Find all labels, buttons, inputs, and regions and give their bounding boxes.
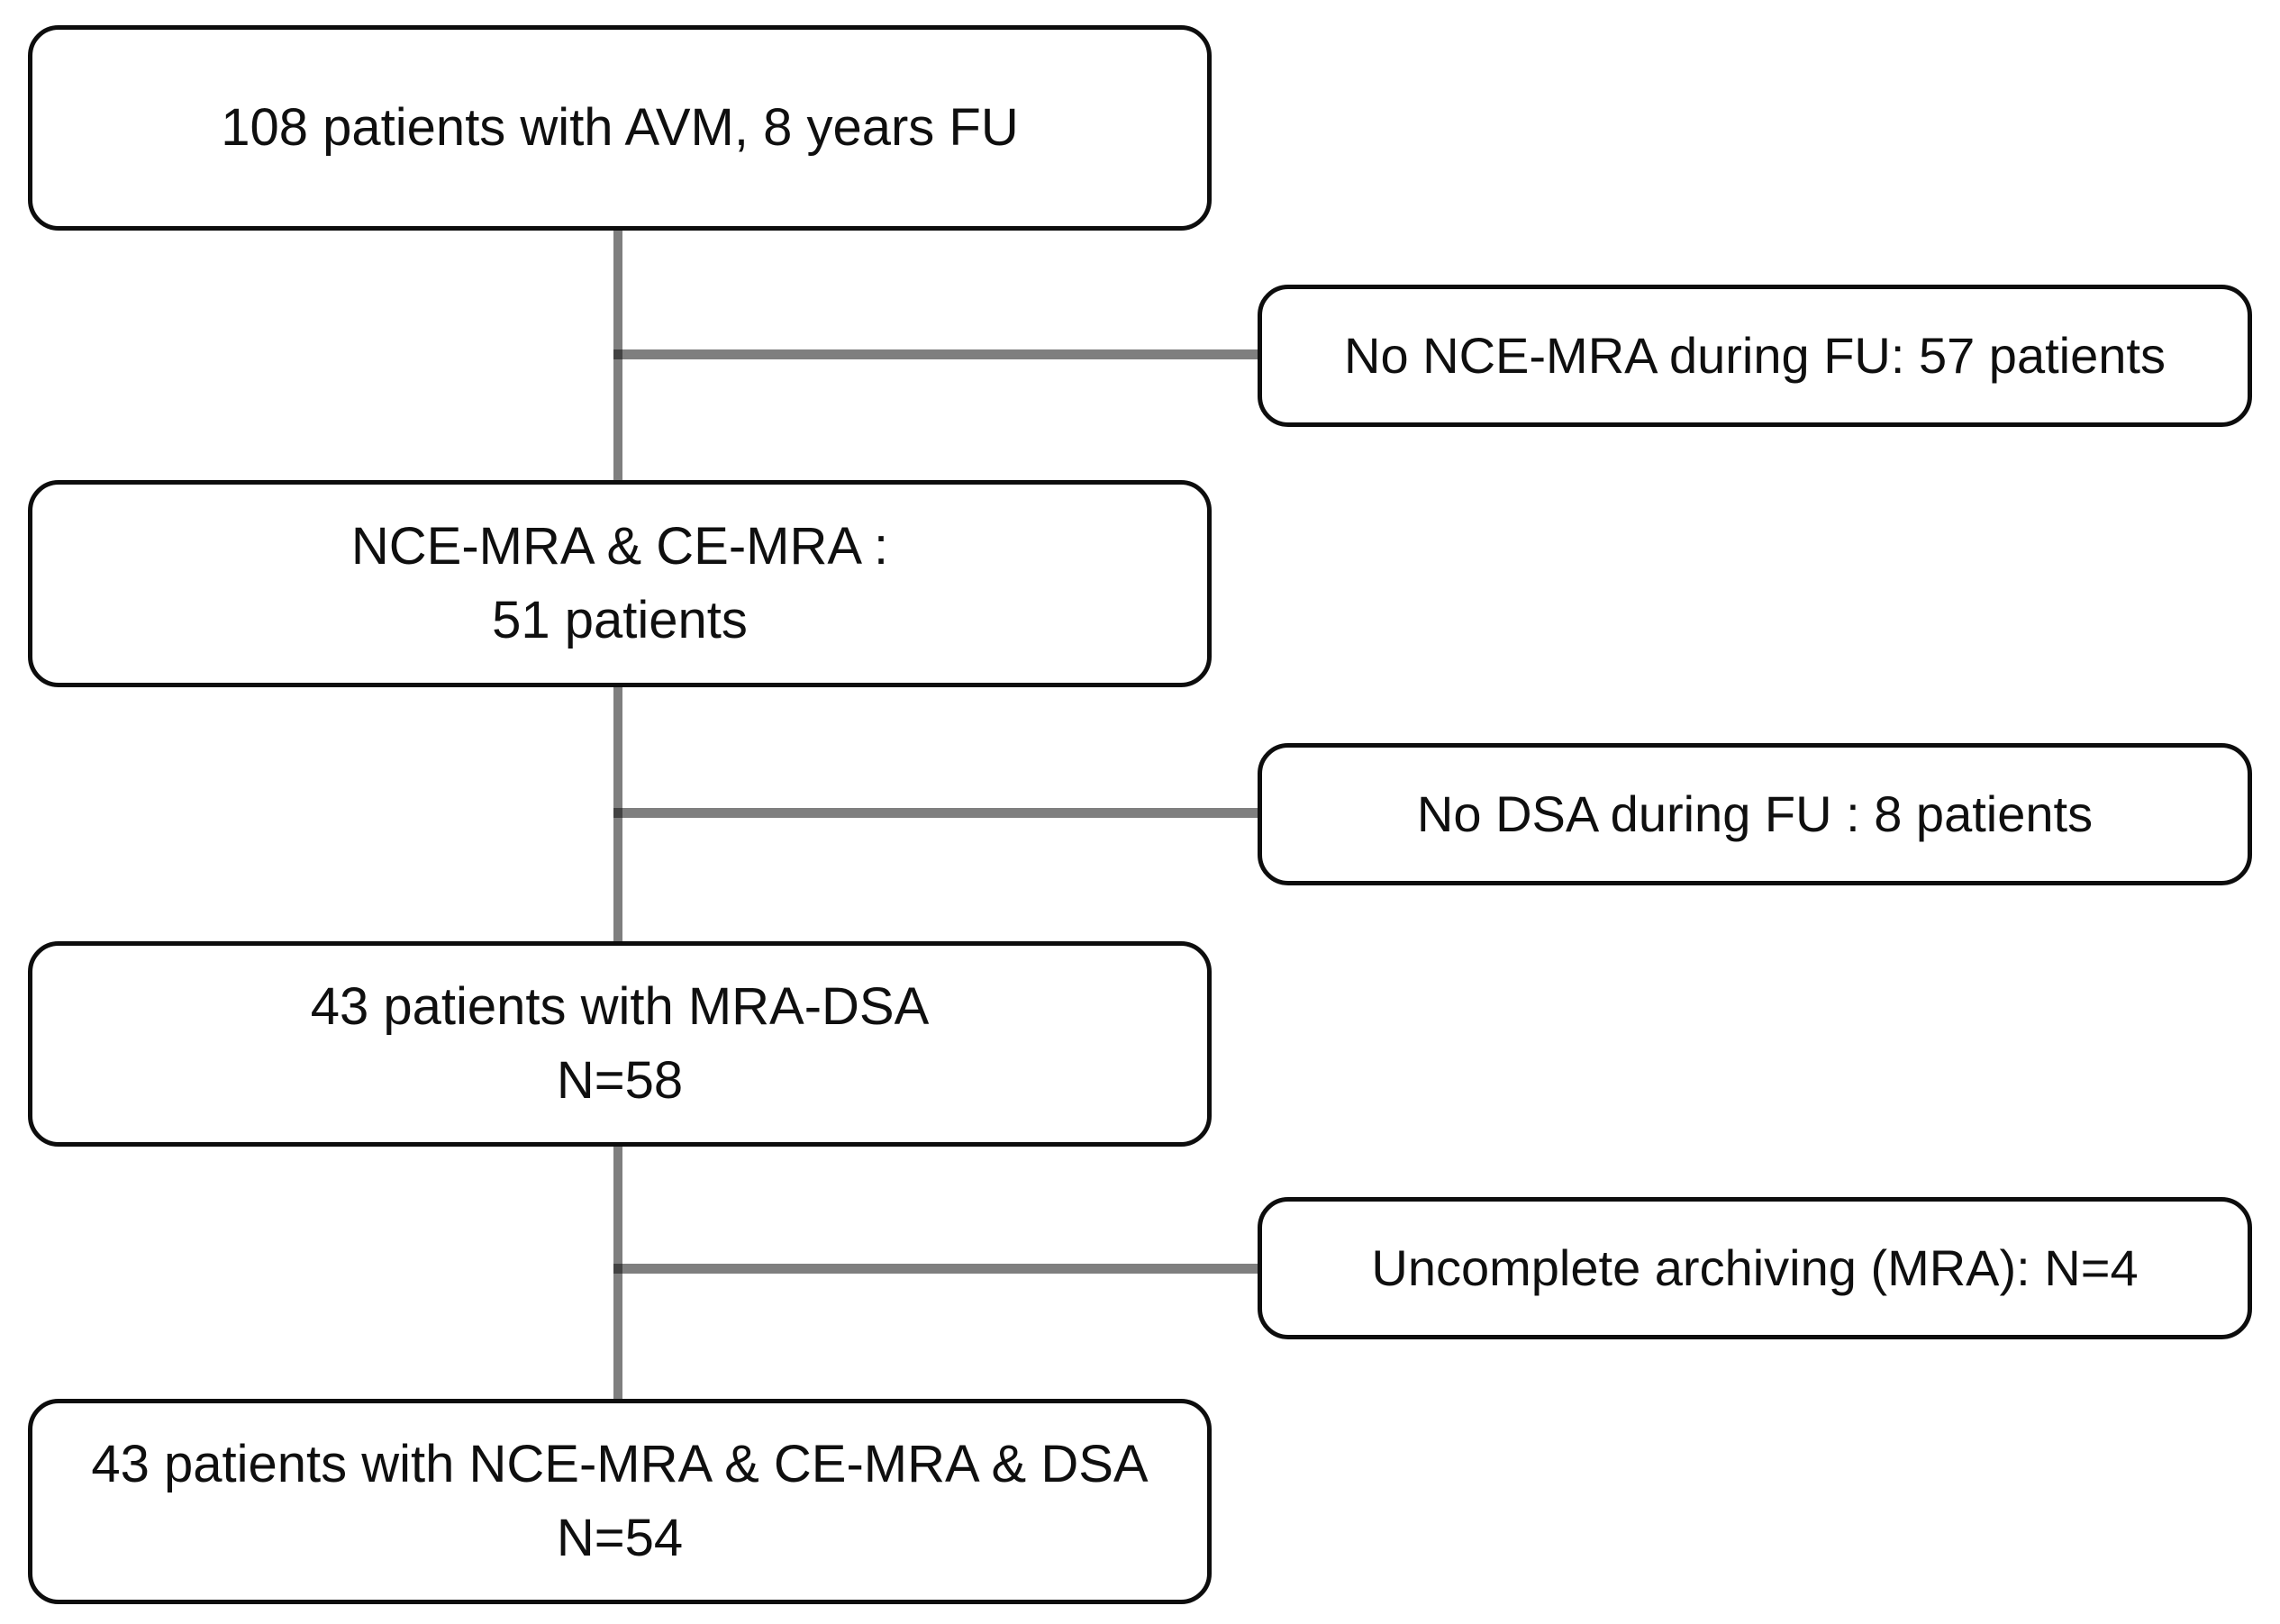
exclusion-box-no-dsa: No DSA during FU : 8 patients bbox=[1258, 743, 2252, 885]
flow-box-cohort-text: 108 patients with AVM, 8 years FU bbox=[221, 97, 1019, 157]
exclusion-box-no-nce-mra-text: No NCE-MRA during FU: 57 patients bbox=[1344, 327, 2166, 385]
flow-box-nce-ce-mra-text-line1: NCE-MRA & CE-MRA : bbox=[350, 516, 889, 576]
flow-box-final: 43 patients with NCE-MRA & CE-MRA & DSA … bbox=[28, 1399, 1212, 1604]
exclusion-box-uncomplete-archiving-text: Uncomplete archiving (MRA): N=4 bbox=[1371, 1239, 2139, 1297]
flow-box-mra-dsa: 43 patients with MRA-DSA N=58 bbox=[28, 941, 1212, 1147]
exclusion-box-uncomplete-archiving: Uncomplete archiving (MRA): N=4 bbox=[1258, 1197, 2252, 1339]
flow-box-mra-dsa-text-line1: 43 patients with MRA-DSA bbox=[310, 976, 930, 1036]
flow-box-final-text-line1: 43 patients with NCE-MRA & CE-MRA & DSA bbox=[91, 1434, 1149, 1493]
flow-box-cohort: 108 patients with AVM, 8 years FU bbox=[28, 25, 1212, 231]
connector-horizontal-3 bbox=[613, 1264, 1258, 1274]
flow-box-mra-dsa-text-line2: N=58 bbox=[556, 1051, 684, 1110]
connector-horizontal-1 bbox=[613, 349, 1258, 359]
exclusion-box-no-nce-mra: No NCE-MRA during FU: 57 patients bbox=[1258, 285, 2252, 427]
flow-box-nce-ce-mra-text-line2: 51 patients bbox=[492, 591, 748, 649]
flow-box-final-text-line2: N=54 bbox=[556, 1509, 684, 1567]
exclusion-box-no-dsa-text: No DSA during FU : 8 patients bbox=[1416, 785, 2094, 843]
flow-box-nce-ce-mra: NCE-MRA & CE-MRA : 51 patients bbox=[28, 480, 1212, 687]
connector-horizontal-2 bbox=[613, 808, 1258, 818]
